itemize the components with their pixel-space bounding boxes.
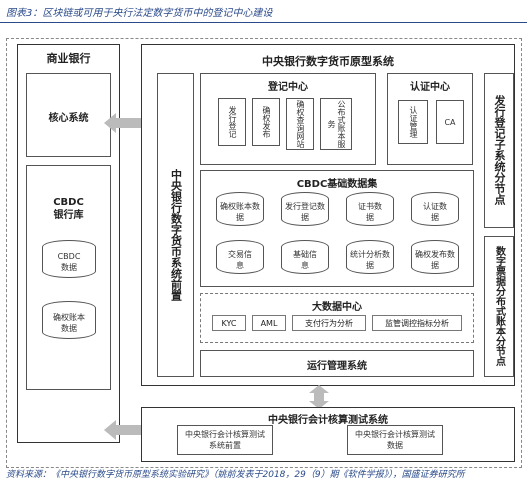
title-divider bbox=[0, 22, 527, 23]
auth-item-label: 认证管理 bbox=[409, 106, 418, 138]
ops-management-label: 运行管理系统 bbox=[307, 361, 367, 372]
accounting-data-box: 中央银行会计核算测试数据 bbox=[347, 425, 443, 455]
ops-management-box bbox=[200, 350, 474, 377]
prototype-accounting-arrow bbox=[309, 385, 329, 409]
issuance-subnode-box bbox=[484, 73, 514, 228]
dataset-cylinder: 确权账本数据 bbox=[216, 192, 264, 226]
dataset-cylinder: 证书数据 bbox=[346, 192, 394, 226]
accounting-system-title: 中央银行会计核算测试系统 bbox=[268, 415, 388, 426]
accounting-data-label: 中央银行会计核算测试数据 bbox=[355, 430, 435, 450]
bigdata-item: 支付行为分析 bbox=[292, 315, 366, 331]
registry-item: 公布式账本服务 bbox=[320, 98, 352, 150]
auth-center-title: 认证中心 bbox=[410, 82, 450, 93]
registry-item: 发行登记 bbox=[218, 98, 246, 146]
registry-item-label: 发行登记 bbox=[228, 106, 237, 138]
bigdata-item: AML bbox=[252, 315, 286, 331]
source-note: 资料来源：《中央银行数字货币原型系统实验研究》（姚前发表于2018，29（9）期… bbox=[6, 470, 465, 480]
dataset-label: 统计分析数据 bbox=[350, 250, 390, 270]
registry-center-title: 登记中心 bbox=[268, 82, 308, 93]
commercial-bank-title: 商业银行 bbox=[46, 52, 91, 65]
cbdc-dataset-title: CBDC基础数据集 bbox=[296, 179, 378, 190]
auth-item: CA bbox=[436, 100, 464, 144]
auth-item: 认证管理 bbox=[398, 100, 428, 144]
auth-item-label: CA bbox=[444, 117, 456, 127]
cbdc-bank-lib-title: CBDC 银行库 bbox=[53, 197, 84, 221]
dataset-label: 交易信息 bbox=[228, 250, 252, 270]
ledger-data-label: 确权账本 数据 bbox=[53, 313, 85, 333]
cbdc-frontend-label: 中央银行数字货币系统前置 bbox=[169, 169, 183, 301]
ledger-data-cylinder: 确权账本 数据 bbox=[42, 301, 96, 339]
dataset-cylinder: 统计分析数据 bbox=[346, 240, 394, 274]
cbdc-data-label: CBDC 数据 bbox=[57, 252, 81, 272]
dataset-label: 发行登记数据 bbox=[285, 202, 325, 222]
dataset-cylinder: 发行登记数据 bbox=[281, 192, 329, 226]
dataset-cylinder: 认证数据 bbox=[411, 192, 459, 226]
ledger-subnode-box bbox=[484, 236, 514, 377]
dataset-label: 认证数据 bbox=[423, 202, 447, 222]
dataset-cylinder: 基础信息 bbox=[281, 240, 329, 274]
ledger-subnode-label: 数字票据分布式账本分节点 bbox=[493, 246, 505, 366]
registry-item: 确权查询网站 bbox=[286, 98, 314, 150]
prototype-system-title: 中央银行数字货币原型系统 bbox=[262, 55, 394, 68]
bigdata-center-title: 大数据中心 bbox=[312, 302, 362, 313]
issuance-subnode-label: 发行登记子系统分节点 bbox=[493, 95, 506, 205]
diagram-frame bbox=[6, 38, 522, 468]
registry-item-label: 公布式账本服务 bbox=[327, 100, 346, 148]
dataset-label: 确权账本数据 bbox=[220, 202, 260, 222]
bigdata-item: 监管调控指标分析 bbox=[372, 315, 462, 331]
cbdc-frontend-box bbox=[157, 73, 194, 377]
registry-item-label: 确权查询网站 bbox=[296, 100, 305, 148]
accounting-frontend-label: 中央银行会计核算测试系统前置 bbox=[185, 430, 265, 450]
dataset-label: 确权发布数据 bbox=[415, 250, 455, 270]
dataset-label: 基础信息 bbox=[293, 250, 317, 270]
accounting-frontend-box: 中央银行会计核算测试系统前置 bbox=[177, 425, 273, 455]
cbdc-data-cylinder: CBDC 数据 bbox=[42, 240, 96, 278]
dataset-cylinder: 确权发布数据 bbox=[411, 240, 459, 274]
registry-item-label: 确权发布 bbox=[262, 106, 271, 138]
bigdata-item: KYC bbox=[212, 315, 246, 331]
core-system-box bbox=[26, 73, 111, 157]
figure-title: 图表3：区块链或可用于央行法定数字货币中的登记中心建设 bbox=[6, 8, 273, 19]
core-system-label: 核心系统 bbox=[48, 113, 89, 124]
registry-item: 确权发布 bbox=[252, 98, 280, 146]
dataset-cylinder: 交易信息 bbox=[216, 240, 264, 274]
dataset-label: 证书数据 bbox=[358, 202, 382, 222]
